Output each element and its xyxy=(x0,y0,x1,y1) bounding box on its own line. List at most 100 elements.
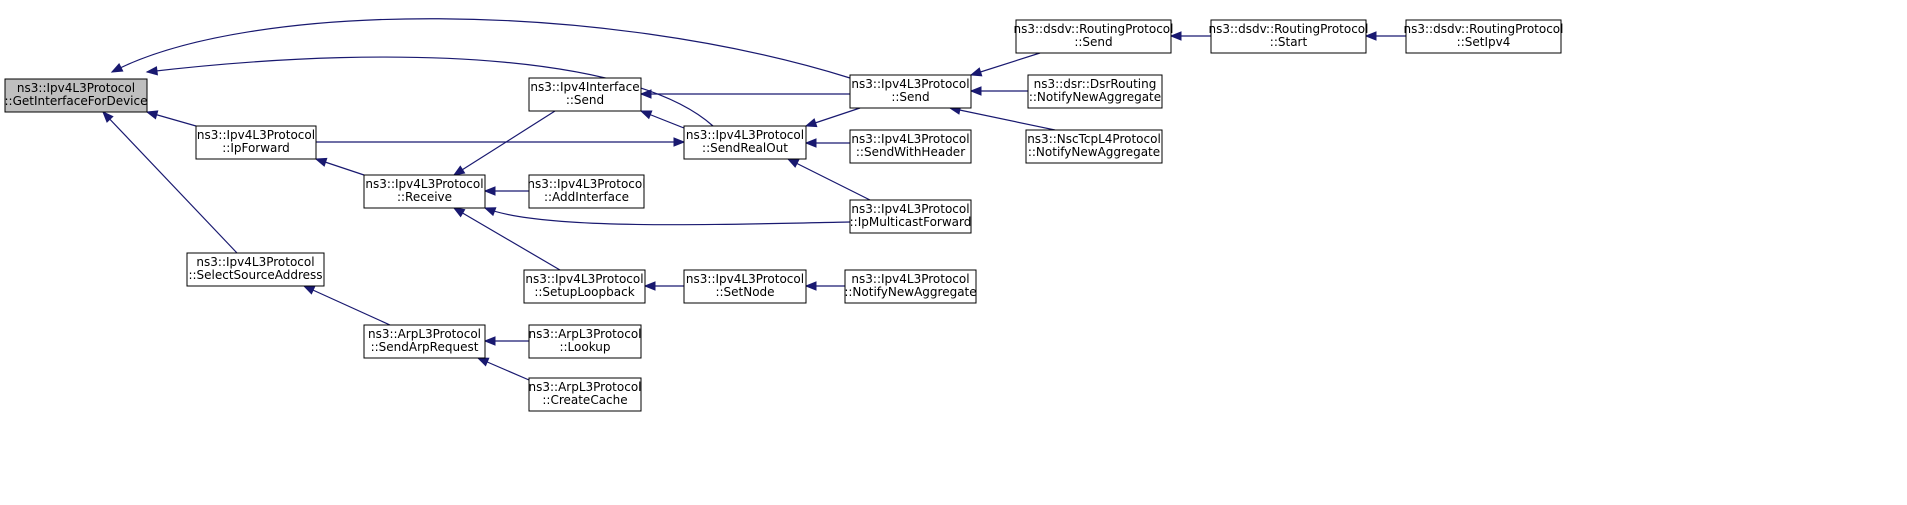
edge-ifsend-to-receive xyxy=(452,110,556,176)
arrowhead-icon xyxy=(969,86,982,96)
arrowhead-icon xyxy=(483,336,496,346)
node-ifsend[interactable]: ns3::Ipv4Interface::Send xyxy=(528,77,642,112)
edge-line xyxy=(949,107,1056,131)
node-label-line2: ::SetIpv4 xyxy=(1457,35,1511,49)
edge-line xyxy=(102,111,238,254)
arrowhead-icon xyxy=(1169,31,1182,41)
node-label-line1: ns3::dsdv::RoutingProtocol xyxy=(1404,22,1564,36)
node-label-line1: ns3::ArpL3Protocol xyxy=(528,327,641,341)
edge-dsrnotify-to-send xyxy=(969,86,1028,96)
node-label-line2: ::Send xyxy=(1074,35,1112,49)
node-dsrnotify[interactable]: ns3::dsr::DsrRouting::NotifyNewAggregate xyxy=(1027,74,1163,109)
edge-line xyxy=(453,207,561,271)
edge-lookup-to-sendarp xyxy=(483,336,529,346)
arrowhead-icon xyxy=(804,281,817,291)
node-sendhdr[interactable]: ns3::Ipv4L3Protocol::SendWithHeader xyxy=(849,129,972,164)
edge-setnode-to-setuplb xyxy=(643,281,684,291)
arrowhead-icon xyxy=(969,67,983,77)
arrowhead-icon xyxy=(483,186,496,196)
node-label-line2: ::IpMulticastForward xyxy=(850,215,972,229)
node-label-line2: ::AddInterface xyxy=(544,190,629,204)
node-label-line1: ns3::NscTcpL4Protocol xyxy=(1027,132,1161,146)
node-box xyxy=(528,377,642,412)
node-lookup[interactable]: ns3::ArpL3Protocol::Lookup xyxy=(528,324,642,359)
node-label-line1: ns3::dsr::DsrRouting xyxy=(1034,77,1157,91)
edge-receive-to-ipfwd xyxy=(314,157,365,176)
arrowhead-icon xyxy=(804,138,817,148)
node-label-line2: ::Receive xyxy=(397,190,452,204)
edge-send-to-ifsend xyxy=(639,89,850,99)
edge-sendarp-to-selsrc xyxy=(302,285,391,326)
node-label-line2: ::IpForward xyxy=(222,141,290,155)
node-sendreal[interactable]: ns3::Ipv4L3Protocol::SendRealOut xyxy=(683,125,807,160)
node-label-line2: ::SendWithHeader xyxy=(856,145,965,159)
node-label-line2: ::SetNode xyxy=(715,285,774,299)
node-label-line1: ns3::ArpL3Protocol xyxy=(528,380,641,394)
node-addif[interactable]: ns3::Ipv4L3Protocol::AddInterface xyxy=(527,174,646,209)
arrowhead-icon xyxy=(314,157,328,167)
node-box xyxy=(1210,19,1367,54)
node-label-line2: ::NotifyNewAggregate xyxy=(1028,145,1160,159)
edge-selsrc-to-getif xyxy=(102,111,238,254)
node-getif[interactable]: ns3::Ipv4L3Protocol::GetInterfaceForDevi… xyxy=(4,78,148,113)
node-label-line2: ::Start xyxy=(1270,35,1308,49)
node-dsdvstart[interactable]: ns3::dsdv::RoutingProtocol::Start xyxy=(1209,19,1369,54)
edge-line xyxy=(111,18,851,79)
node-box xyxy=(528,324,642,359)
arrowhead-icon xyxy=(145,66,158,76)
arrowhead-icon xyxy=(639,110,653,120)
node-label-line2: ::SendArpRequest xyxy=(371,340,479,354)
arrowhead-icon xyxy=(804,118,818,128)
arrowhead-icon xyxy=(1364,31,1377,41)
arrowhead-icon xyxy=(476,357,490,367)
node-sendarp[interactable]: ns3::ArpL3Protocol::SendArpRequest xyxy=(363,324,486,359)
node-box xyxy=(1025,129,1163,164)
node-label-line1: ns3::Ipv4L3Protocol xyxy=(525,272,643,286)
node-label-line1: ns3::Ipv4L3Protocol xyxy=(851,132,969,146)
node-box xyxy=(683,269,807,304)
edge-send-to-sendreal xyxy=(804,107,861,128)
node-notifyagg[interactable]: ns3::Ipv4L3Protocol::NotifyNewAggregate xyxy=(844,269,977,304)
node-receive[interactable]: ns3::Ipv4L3Protocol::Receive xyxy=(363,174,486,209)
node-label-line1: ns3::Ipv4L3Protocol xyxy=(686,128,804,142)
edge-dsdvstart-to-dsdvsend xyxy=(1169,31,1211,41)
node-nscnotify[interactable]: ns3::NscTcpL4Protocol::NotifyNewAggregat… xyxy=(1025,129,1163,164)
edge-line xyxy=(303,285,391,326)
node-label-line1: ns3::Ipv4L3Protocol xyxy=(686,272,804,286)
node-box xyxy=(844,269,977,304)
arrowhead-icon xyxy=(302,285,316,295)
arrowhead-icon xyxy=(452,207,466,218)
node-label-line1: ns3::Ipv4L3Protocol xyxy=(851,272,969,286)
node-ipmcast[interactable]: ns3::Ipv4L3Protocol::IpMulticastForward xyxy=(849,199,972,234)
arrowhead-icon xyxy=(786,158,800,168)
edge-createcache-to-sendarp xyxy=(476,357,530,381)
node-label-line2: ::SetupLoopback xyxy=(534,285,634,299)
node-dsdvsetipv4[interactable]: ns3::dsdv::RoutingProtocol::SetIpv4 xyxy=(1404,19,1564,54)
edge-dsdvsend-to-send xyxy=(969,52,1041,77)
node-box xyxy=(849,74,972,109)
node-label-line2: ::NotifyNewAggregate xyxy=(844,285,976,299)
node-box xyxy=(528,77,642,112)
arrowhead-icon xyxy=(483,207,497,217)
node-send[interactable]: ns3::Ipv4L3Protocol::Send xyxy=(849,74,972,109)
node-selsrc[interactable]: ns3::Ipv4L3Protocol::SelectSourceAddress xyxy=(186,252,325,287)
edge-line xyxy=(484,207,851,226)
edge-sendreal-to-ifsend xyxy=(639,110,685,129)
edges-layer xyxy=(102,18,1406,381)
edge-line xyxy=(787,158,871,201)
edge-nscnotify-to-send xyxy=(948,105,1056,131)
node-box xyxy=(528,174,645,209)
arrowhead-icon xyxy=(452,165,466,176)
node-box xyxy=(1015,19,1172,54)
arrowhead-icon xyxy=(102,111,114,123)
node-box xyxy=(849,129,972,164)
node-setnode[interactable]: ns3::Ipv4L3Protocol::SetNode xyxy=(683,269,807,304)
edge-ipfwd-to-getif xyxy=(145,110,197,127)
node-label-line1: ns3::Ipv4L3Protocol xyxy=(17,81,135,95)
node-setuplb[interactable]: ns3::Ipv4L3Protocol::SetupLoopback xyxy=(523,269,646,304)
node-ipfwd[interactable]: ns3::Ipv4L3Protocol::IpForward xyxy=(195,125,317,160)
node-label-line2: ::Lookup xyxy=(559,340,610,354)
node-createcache[interactable]: ns3::ArpL3Protocol::CreateCache xyxy=(528,377,642,412)
node-dsdvsend[interactable]: ns3::dsdv::RoutingProtocol::Send xyxy=(1014,19,1174,54)
node-label-line1: ns3::Ipv4L3Protocol xyxy=(365,177,483,191)
